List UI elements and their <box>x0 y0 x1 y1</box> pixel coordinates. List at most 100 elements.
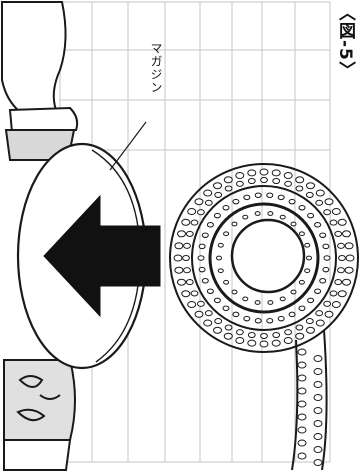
coil-bead <box>284 173 292 179</box>
coil-bead <box>191 220 198 225</box>
coil-bead <box>195 311 203 317</box>
coil-bead <box>308 213 314 218</box>
coil-bead <box>305 243 310 247</box>
coil-bead <box>332 209 340 215</box>
coil-bead <box>299 205 305 210</box>
coil-bead <box>307 327 315 333</box>
coil-bead <box>223 306 229 311</box>
coil-bead <box>255 301 260 305</box>
coil-bead <box>204 190 212 196</box>
coil-bead <box>298 440 306 446</box>
coil-bead <box>278 316 284 321</box>
coil-bead <box>285 330 292 335</box>
coil-bead <box>255 193 261 198</box>
coil-bead <box>299 280 304 284</box>
coil-bead <box>339 255 346 260</box>
coil-bead <box>225 325 232 330</box>
coil-bead <box>280 215 285 219</box>
coil-bead <box>298 349 306 355</box>
coil-bead <box>178 279 186 285</box>
coil-bead <box>202 233 208 238</box>
coil-bead <box>224 232 229 236</box>
coil-bead <box>299 232 304 236</box>
coil-bead <box>273 178 280 183</box>
coil-bead <box>314 382 322 388</box>
magazine-callout-label: マガジン <box>148 42 165 94</box>
coil-bead <box>314 460 322 466</box>
coil-bead <box>298 388 306 394</box>
coil-bead <box>237 181 244 186</box>
coil-bead <box>332 302 340 308</box>
coil-bead <box>237 330 244 335</box>
coil-bead <box>278 195 284 200</box>
coil-bead <box>175 267 183 273</box>
coil-bead <box>338 268 345 273</box>
coil-bead <box>314 447 322 453</box>
coil-bead <box>233 312 239 317</box>
coil-bead <box>248 332 255 337</box>
coil-bead <box>268 301 273 305</box>
coil-bead <box>320 279 326 284</box>
coil-bead <box>335 280 342 285</box>
coil-bead <box>296 177 304 183</box>
coil-bead <box>298 414 306 420</box>
coil-bead <box>183 255 190 260</box>
coil-bead <box>316 190 324 196</box>
coil-bead <box>260 341 268 347</box>
coil-bead <box>323 267 329 272</box>
coil-bead <box>284 338 292 344</box>
coil-bead <box>182 219 190 225</box>
coil-bead <box>285 181 292 186</box>
coil-bead <box>218 243 223 247</box>
coil-bead <box>307 256 312 260</box>
coil-bead <box>325 311 333 317</box>
coil-bead <box>299 306 305 311</box>
coil-bead <box>186 231 193 236</box>
coil-bead <box>243 215 248 219</box>
coil-bead <box>324 301 331 306</box>
coil-bead <box>248 170 256 176</box>
coil-bead <box>178 231 186 237</box>
coil-bead <box>338 219 346 225</box>
coil-bead <box>182 291 190 297</box>
coil-bead <box>314 369 322 375</box>
coil-bead <box>315 289 321 294</box>
coil-bead <box>261 333 268 338</box>
coil-bead <box>198 210 205 215</box>
coil-bead <box>291 222 296 226</box>
coil-bead <box>223 205 229 210</box>
coil-bead <box>255 212 260 216</box>
coil-bead <box>268 212 273 216</box>
coil-bead <box>207 223 213 228</box>
coil-bead <box>188 209 196 215</box>
coil-bead <box>289 199 295 204</box>
coil-bead <box>330 291 337 296</box>
coil-bead <box>233 199 239 204</box>
coil-bead <box>307 183 315 189</box>
coil-bead <box>224 333 232 339</box>
coil-bead <box>308 298 314 303</box>
coil-bead <box>244 195 250 200</box>
coil-bead <box>323 244 329 249</box>
coil-bead <box>306 319 313 324</box>
coil-bead <box>267 318 273 323</box>
coil-bead <box>214 213 220 218</box>
coil-bead <box>291 290 296 294</box>
coil-bead <box>199 244 205 249</box>
coil-bead <box>184 268 191 273</box>
coil-bead <box>195 199 203 205</box>
coil-bead <box>314 395 322 401</box>
coil-bead <box>243 297 248 301</box>
coil-bead <box>298 401 306 407</box>
coil-bead <box>236 338 244 344</box>
coil-bead <box>215 192 222 197</box>
coil-bead <box>343 231 351 237</box>
coil-bead <box>296 325 303 330</box>
coil-bead <box>305 269 310 273</box>
coil-bead <box>248 340 256 346</box>
coil-bead <box>272 170 280 176</box>
coil-bead <box>214 183 222 189</box>
coil-bead <box>205 200 212 205</box>
coil-bead <box>175 243 183 249</box>
coil-bead <box>289 312 295 317</box>
